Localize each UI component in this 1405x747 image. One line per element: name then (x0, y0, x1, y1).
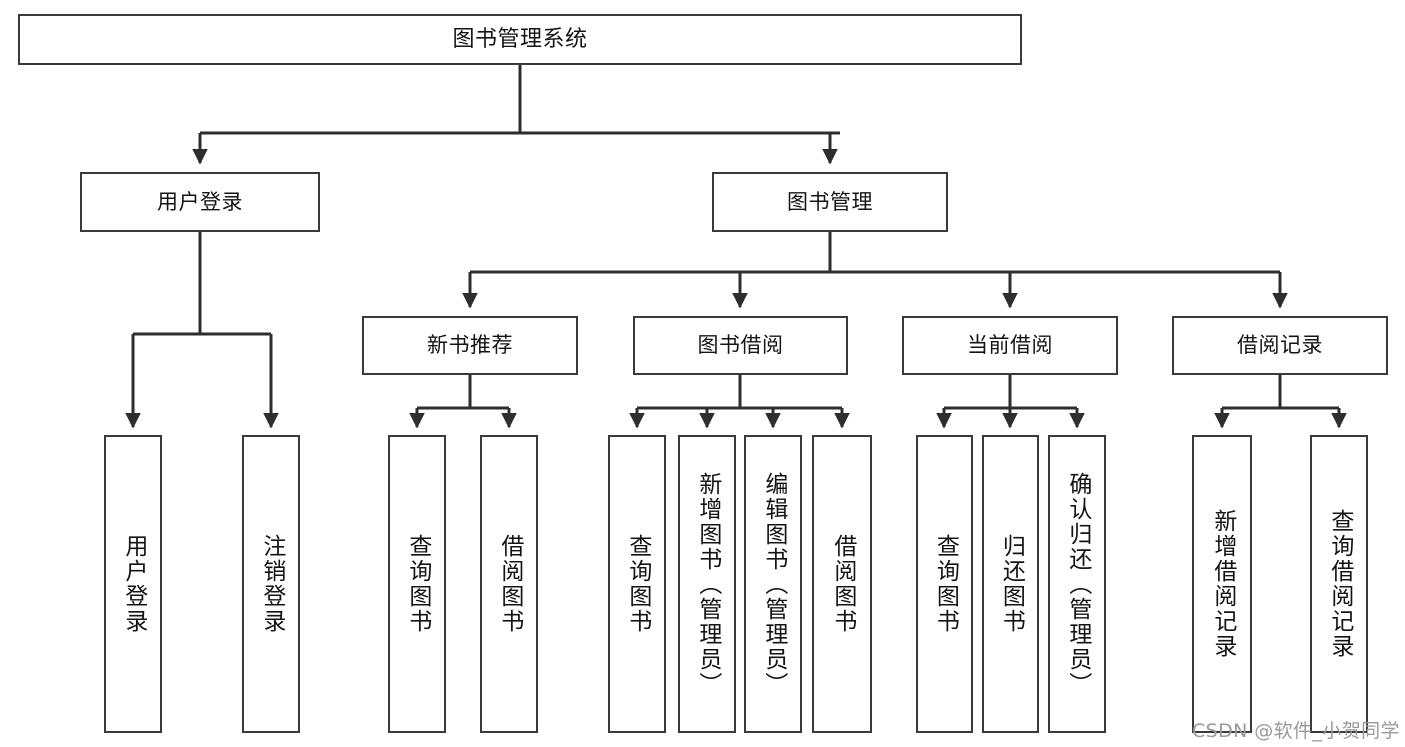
node-leaf-query-books-borrow[interactable]: 查询图书 (608, 435, 666, 733)
node-label: 借阅图书 (496, 534, 523, 634)
node-label: 新增借阅记录 (1209, 509, 1236, 659)
node-label: 查询借阅记录 (1326, 509, 1353, 659)
node-label: 图书管理系统 (452, 26, 588, 52)
watermark-text: CSDN @软件_小贺同学 (1192, 720, 1400, 742)
node-label: 图书借阅 (697, 333, 784, 358)
node-new-book-recommend[interactable]: 新书推荐 (362, 316, 578, 375)
node-user-login[interactable]: 用户登录 (80, 172, 320, 232)
node-label: 注销登录 (258, 534, 285, 634)
node-leaf-edit-book-admin[interactable]: 编辑图书（管理员） (744, 435, 802, 733)
node-borrow-record[interactable]: 借阅记录 (1172, 316, 1388, 375)
node-label: 用户登录 (157, 189, 243, 214)
node-leaf-query-books-current[interactable]: 查询图书 (916, 435, 973, 733)
node-label: 新增图书（管理员） (694, 471, 721, 697)
node-leaf-add-borrow-record[interactable]: 新增借阅记录 (1192, 435, 1252, 733)
node-label: 查询图书 (404, 534, 431, 634)
node-label: 用户登录 (120, 534, 147, 634)
node-book-borrow[interactable]: 图书借阅 (633, 316, 848, 375)
node-leaf-add-book-admin[interactable]: 新增图书（管理员） (678, 435, 736, 733)
node-label: 借阅图书 (829, 534, 856, 634)
node-label: 当前借阅 (967, 333, 1053, 358)
node-leaf-logout[interactable]: 注销登录 (242, 435, 300, 733)
node-label: 编辑图书（管理员） (760, 471, 787, 697)
node-leaf-borrow-books[interactable]: 借阅图书 (812, 435, 872, 733)
node-leaf-confirm-return-admin[interactable]: 确认归还（管理员） (1048, 435, 1106, 733)
node-current-borrow[interactable]: 当前借阅 (902, 316, 1118, 375)
node-label: 查询图书 (624, 534, 651, 634)
node-book-management[interactable]: 图书管理 (712, 172, 948, 232)
node-label: 借阅记录 (1237, 333, 1323, 358)
node-label: 新书推荐 (427, 333, 513, 358)
node-leaf-return-books[interactable]: 归还图书 (982, 435, 1039, 733)
node-label: 确认归还（管理员） (1064, 471, 1091, 697)
node-leaf-query-books-recommend[interactable]: 查询图书 (388, 435, 446, 733)
node-leaf-borrow-books-recommend[interactable]: 借阅图书 (480, 435, 538, 733)
node-leaf-user-login[interactable]: 用户登录 (104, 435, 162, 733)
node-label: 图书管理 (787, 189, 873, 214)
node-root-book-management-system[interactable]: 图书管理系统 (18, 14, 1022, 65)
node-leaf-query-borrow-record[interactable]: 查询借阅记录 (1310, 435, 1368, 733)
node-label: 查询图书 (932, 534, 959, 634)
node-label: 归还图书 (998, 534, 1025, 634)
